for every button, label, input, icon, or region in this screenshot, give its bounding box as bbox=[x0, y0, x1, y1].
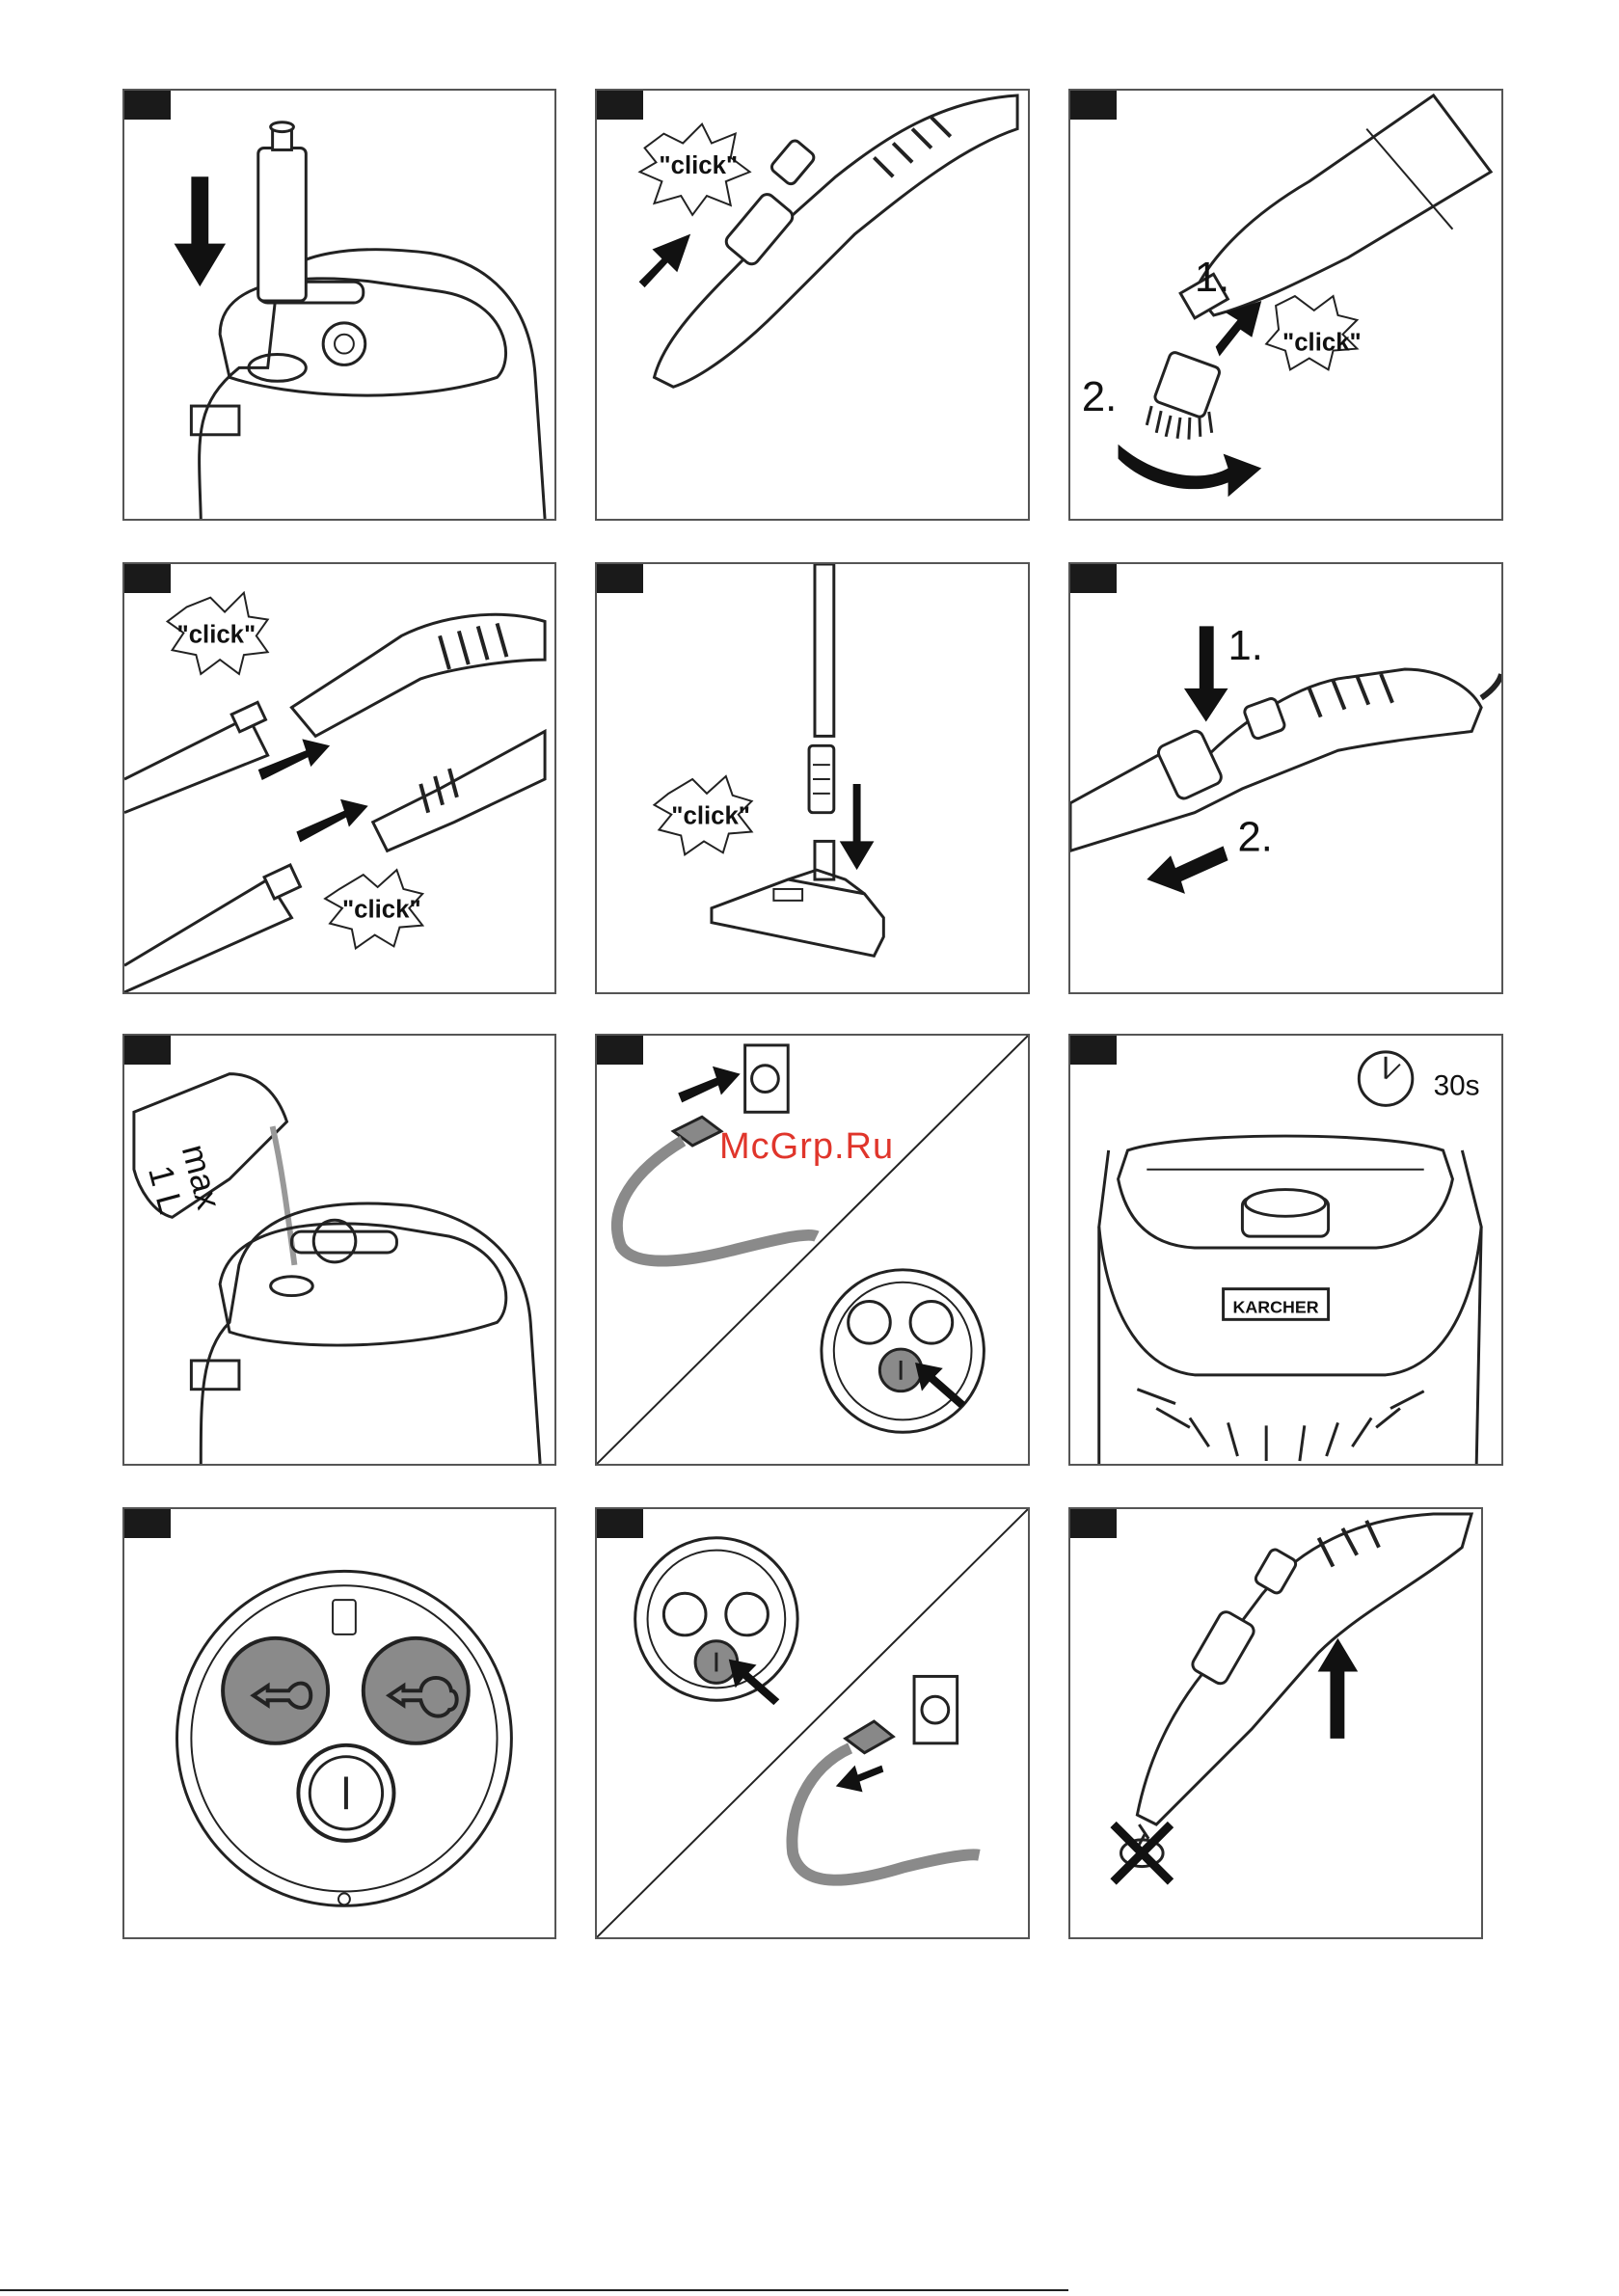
arrow-down-icon bbox=[840, 784, 875, 870]
arrow-down-icon bbox=[175, 176, 227, 286]
panel-12-nozzle-down-warning bbox=[1068, 1507, 1483, 1939]
panel-3-attach-brush: 1. "click" 2. bbox=[1068, 89, 1503, 521]
panel-11-switch-off-unplug bbox=[595, 1507, 1030, 1939]
water-tank-icon bbox=[333, 1600, 356, 1634]
arrow-left-icon bbox=[1147, 846, 1228, 894]
arrow-left-icon bbox=[836, 1766, 884, 1793]
illustration-heat-up-wait: 30s KARCHER bbox=[1070, 1036, 1501, 1464]
time-label: 30s bbox=[1434, 1069, 1480, 1101]
brand-label: KARCHER bbox=[1233, 1297, 1319, 1316]
illustration-fill-cartridge bbox=[124, 91, 554, 519]
illustration-attach-floor-nozzle: "click" bbox=[597, 564, 1028, 992]
panel-5-floor-nozzle: "click" bbox=[595, 562, 1030, 994]
panel-7-fill-water: max 1 L bbox=[122, 1034, 556, 1466]
step-number-2: 2. bbox=[1082, 374, 1117, 420]
illustration-release-tube: 1. 2. bbox=[1070, 564, 1501, 992]
panel-4-extension-tubes: "click" "click" bbox=[122, 562, 556, 994]
arrow-right-icon bbox=[296, 799, 367, 843]
panel-1-insert-cartridge bbox=[122, 89, 556, 521]
panel-8-plug-in-switch-on bbox=[595, 1034, 1030, 1466]
illustration-hand-unit-warning bbox=[1070, 1509, 1481, 1937]
arrow-rotate-icon bbox=[1119, 445, 1262, 498]
panel-6-release-tube: 1. 2. bbox=[1068, 562, 1503, 994]
illustration-plug-in-and-power-on bbox=[597, 1036, 1028, 1464]
illustration-connect-extension-tubes: "click" "click" bbox=[124, 564, 554, 992]
watermark-text: McGrp.Ru bbox=[719, 1126, 894, 1168]
illustration-attach-hand-unit: "click" bbox=[597, 91, 1028, 519]
step-number-1: 1. bbox=[1195, 255, 1229, 301]
panel-10-control-panel bbox=[122, 1507, 556, 1939]
illustration-control-panel-buttons bbox=[124, 1509, 554, 1937]
arrow-right-icon bbox=[258, 739, 330, 780]
step-number-2: 2. bbox=[1237, 814, 1272, 860]
step-number-1: 1. bbox=[1228, 623, 1263, 669]
illustration-power-off-and-unplug bbox=[597, 1509, 1028, 1937]
illustration-fill-water: max 1 L bbox=[124, 1036, 554, 1464]
arrow-diagonal-icon bbox=[639, 234, 691, 287]
click-callout: "click" bbox=[342, 897, 421, 924]
click-callout: "click" bbox=[1282, 330, 1362, 357]
illustration-attach-round-brush: 1. "click" 2. bbox=[1070, 91, 1501, 519]
footer-rule bbox=[0, 2289, 1068, 2291]
click-callout: "click" bbox=[659, 152, 738, 179]
click-callout: "click" bbox=[177, 621, 256, 648]
arrow-down-icon bbox=[1184, 626, 1228, 721]
click-callout: "click" bbox=[671, 803, 750, 830]
panel-2-hand-unit-click: "click" bbox=[595, 89, 1030, 521]
arrow-right-icon bbox=[678, 1067, 740, 1103]
panel-9-heat-up: 30s KARCHER bbox=[1068, 1034, 1503, 1466]
